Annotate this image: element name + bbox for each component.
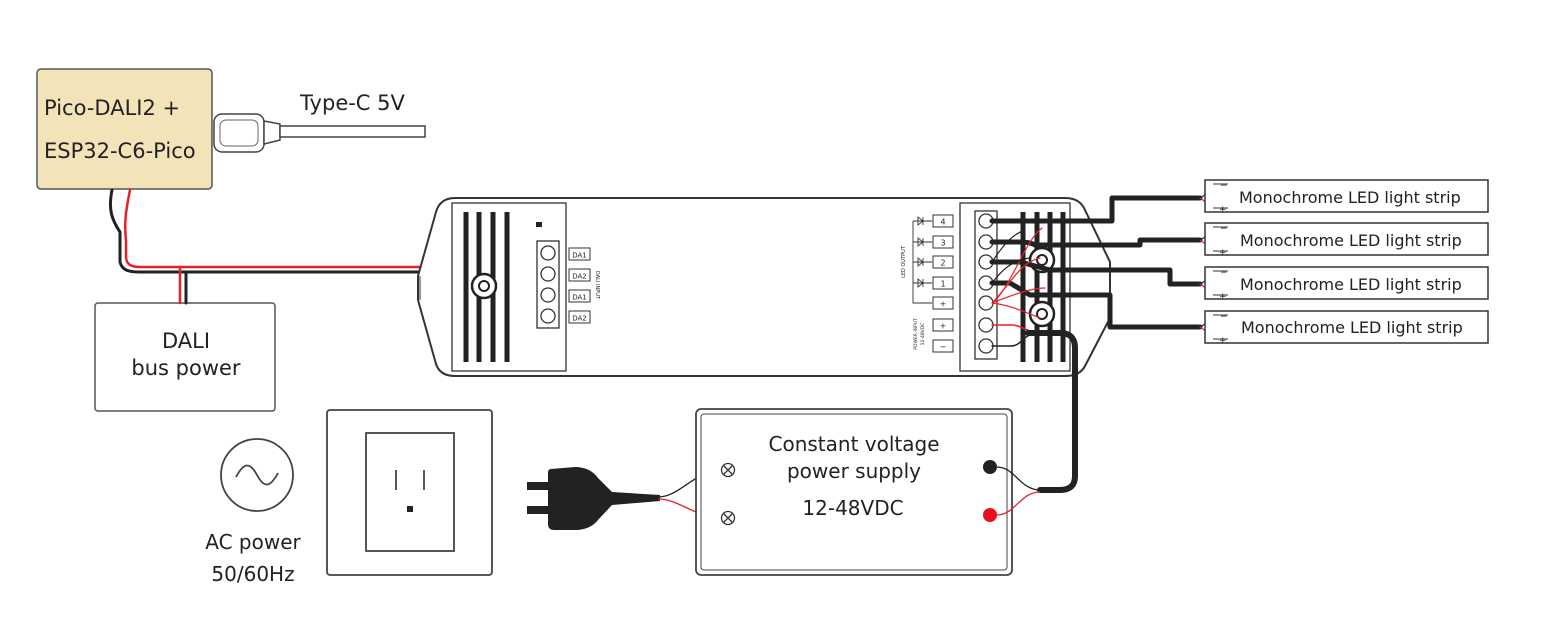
output-terminal-4: 4 [940,218,945,227]
svg-text:−: − [1220,224,1228,234]
power-terminal-plus: + [940,322,947,331]
led-driver-enclosure: DA1 DA2 DA1 DA2 DALI INPUT 4 3 2 [417,197,1111,377]
ac-plug-icon [527,467,660,530]
led-output-wires [989,191,1211,493]
svg-text:−: − [1220,312,1228,322]
ac-power-source: AC power 50/60Hz [205,438,302,586]
psu-label-line1: Constant voltage [769,432,940,456]
dali-terminal-2: DA2 [572,273,587,281]
constant-voltage-psu: Constant voltage power supply 12-48VDC [695,408,1041,576]
ac-power-label-line2: 50/60Hz [211,562,294,586]
output-terminal-1: 1 [940,280,945,289]
led-output-diode-icons [912,216,932,304]
power-input-label: POWER INPUT [913,318,919,350]
dali-terminal-3: DA1 [572,294,587,302]
led-strip-1: − + Monochrome LED light strip [1204,179,1489,215]
svg-text:−: − [1220,268,1228,278]
svg-text:−: − [1220,181,1228,191]
dali-terminal-4: DA2 [572,315,587,323]
power-terminal-minus: − [940,343,947,352]
psu-label-voltage: 12-48VDC [802,496,903,520]
psu-negative-terminal [983,460,997,474]
svg-text:+: + [1219,336,1227,346]
controller-label-line2: ESP32-C6-Pico [44,139,196,163]
controller-label-line1: Pico-DALI2 + [44,96,180,120]
led-strip-2-label: Monochrome LED light strip [1240,231,1462,250]
dali-power-label-line1: DALI [162,329,210,353]
output-terminal-3: 3 [940,239,945,248]
output-terminal-common: + [940,300,947,309]
led-strip-4-label: Monochrome LED light strip [1241,318,1463,337]
usb-c-plug: Type-C 5V [213,91,426,153]
ac-power-label-line1: AC power [205,530,301,554]
led-output-label: LED OUTPUT [901,245,907,278]
svg-text:+: + [1219,292,1227,302]
controller-box: Pico-DALI2 + ESP32-C6-Pico [36,68,213,190]
dali-input-label: DALI INPUT [594,271,600,300]
led-strip-2: − + Monochrome LED light strip [1204,222,1489,258]
psu-positive-terminal [983,508,997,522]
dali-bus-power-box: DALI bus power [94,302,276,412]
psu-label-line2: power supply [787,459,921,483]
svg-text:+: + [1219,205,1227,215]
dali-terminal-1: DA1 [572,252,587,260]
power-input-voltage: 12-48VDC [920,323,926,346]
dali-terminal-labels: DA1 DA2 DA1 DA2 [568,247,591,324]
led-strip-1-label: Monochrome LED light strip [1239,188,1461,207]
led-strip-3-label: Monochrome LED light strip [1240,275,1462,294]
wall-outlet-icon [326,409,493,576]
output-terminal-2: 2 [940,259,945,268]
dali-power-label-line2: bus power [131,356,241,380]
usb-label: Type-C 5V [299,91,406,115]
psu-ac-terminal-icons [720,462,736,526]
led-strip-4: − + Monochrome LED light strip [1204,310,1489,346]
svg-text:+: + [1219,248,1227,258]
led-strip-3: − + Monochrome LED light strip [1204,266,1489,302]
